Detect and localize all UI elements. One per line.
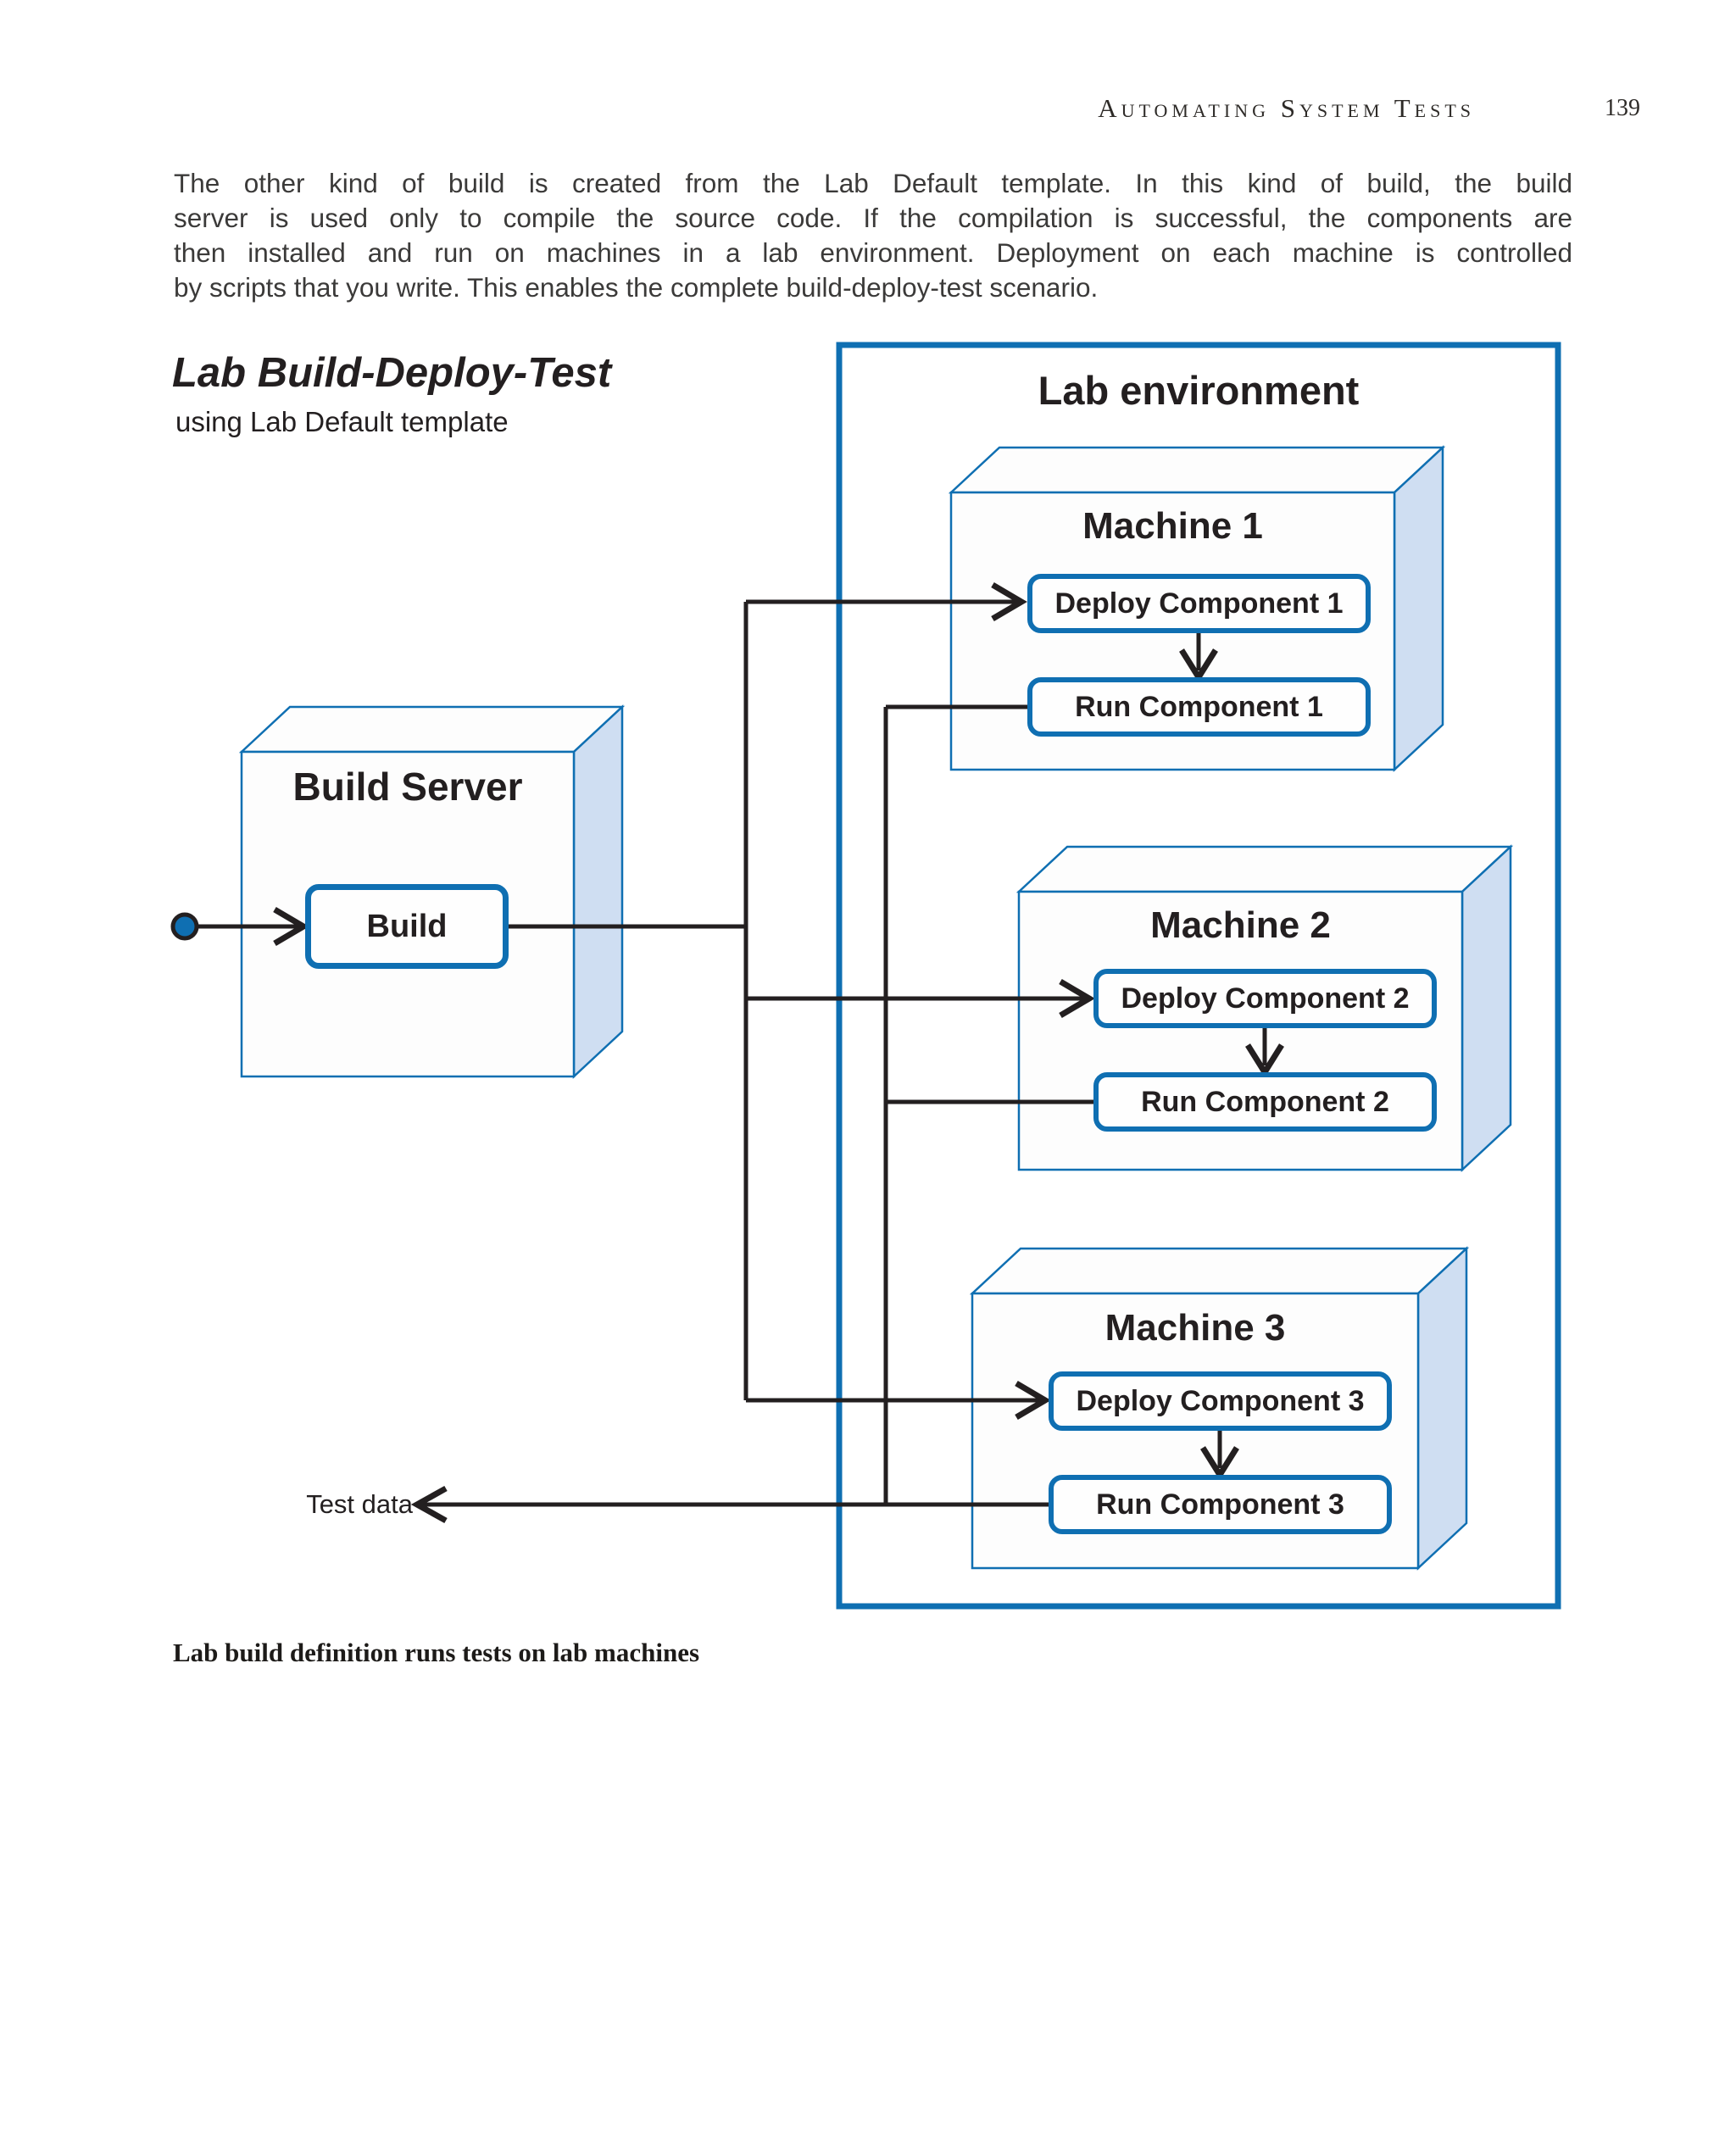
page-number: 139	[1605, 95, 1640, 121]
run-component-1-box: Run Component 1	[1027, 677, 1371, 737]
machine-2-label: Machine 2	[1150, 904, 1331, 946]
deploy-component-2-box: Deploy Component 2	[1093, 969, 1437, 1028]
paragraph-line: server is used only to compile the sourc…	[174, 203, 1572, 233]
running-header: Automating System Tests	[1098, 93, 1475, 123]
lab-environment-label: Lab environment	[1038, 368, 1360, 413]
paragraph-line: by scripts that you write. This enables …	[174, 272, 1099, 303]
machine-1-label: Machine 1	[1082, 505, 1263, 547]
run-component-3-box: Run Component 3	[1049, 1475, 1392, 1534]
arrowhead-icon	[991, 581, 1027, 622]
build-server-3d-box	[238, 704, 626, 1079]
arrowhead-icon	[410, 1485, 448, 1524]
build-server-label: Build Server	[292, 765, 523, 809]
paragraph-line: then installed and run on machines in a …	[174, 237, 1572, 268]
diagram-subtitle: using Lab Default template	[175, 406, 509, 437]
start-node-icon	[170, 912, 199, 941]
connector-lines	[197, 599, 1267, 1507]
intro-paragraph: The other kind of build is created from …	[174, 166, 1572, 305]
arrowhead-icon	[1015, 1380, 1051, 1421]
machine-2-3d-box	[1015, 844, 1514, 1172]
arrowhead-icon	[273, 906, 309, 947]
build-activity-box: Build	[305, 884, 509, 969]
machine-3-label: Machine 3	[1104, 1307, 1286, 1349]
run-component-2-box: Run Component 2	[1093, 1072, 1437, 1132]
diagram-title: Lab Build-Deploy-Test	[172, 350, 612, 396]
test-data-label: Test data	[306, 1489, 413, 1519]
deploy-component-1-box: Deploy Component 1	[1027, 574, 1371, 633]
arrowhead-icons	[273, 581, 1284, 1524]
paragraph-line: The other kind of build is created from …	[174, 168, 1572, 198]
figure-caption: Lab build definition runs tests on lab m…	[173, 1638, 700, 1667]
arrowhead-icon	[1059, 978, 1095, 1019]
deploy-component-3-box: Deploy Component 3	[1049, 1371, 1392, 1431]
